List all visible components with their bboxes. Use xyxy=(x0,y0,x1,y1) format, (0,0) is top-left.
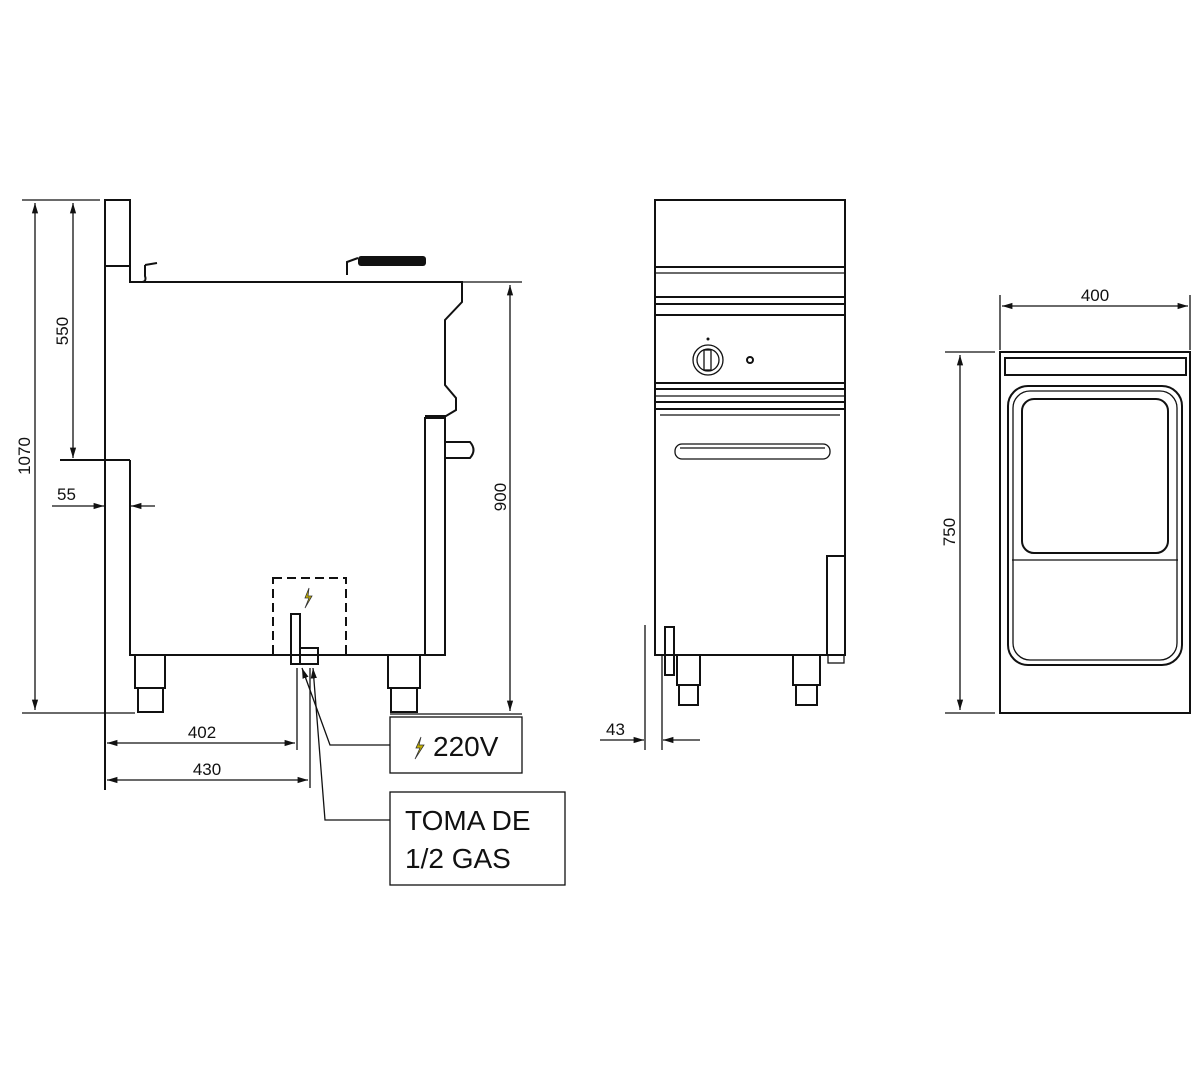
lid-knob xyxy=(140,262,158,283)
door-handle xyxy=(445,441,475,459)
body-outline xyxy=(129,460,425,656)
electric-label: 220V xyxy=(433,731,499,762)
gas-label-line1: TOMA DE xyxy=(405,805,531,836)
gas-callout-box xyxy=(389,791,566,886)
top-view: 400 750 xyxy=(940,286,1191,714)
front-view: 43 xyxy=(600,199,846,750)
fryer-well xyxy=(1007,385,1183,666)
dim-430-label: 430 xyxy=(193,760,221,779)
control-knob xyxy=(692,337,724,376)
dim-402-label: 402 xyxy=(188,723,216,742)
side-view xyxy=(60,199,475,790)
gas-pipe xyxy=(290,613,301,665)
electric-callout-box xyxy=(389,716,523,774)
door-handle-slot xyxy=(674,443,831,460)
connector xyxy=(299,647,319,665)
electric-icon xyxy=(304,587,313,609)
dim-43-label: 43 xyxy=(606,720,625,739)
dim-55-label: 55 xyxy=(57,485,76,504)
electric-icon xyxy=(414,736,425,760)
dim-550-label: 550 xyxy=(53,317,72,345)
gas-label-line2: 1/2 GAS xyxy=(405,843,511,874)
front-body xyxy=(654,199,846,656)
back-strip xyxy=(1004,357,1187,376)
indicator-light xyxy=(746,356,754,364)
body-top-profile xyxy=(129,266,463,417)
door-side xyxy=(424,417,446,656)
fryer-basket xyxy=(1021,398,1169,554)
leg-left xyxy=(134,654,166,713)
dim-750-label: 750 xyxy=(940,518,959,546)
dim-1070-label: 1070 xyxy=(15,437,34,475)
dim-900-label: 900 xyxy=(491,483,510,511)
front-leg-right xyxy=(792,654,821,706)
top-outline xyxy=(999,351,1191,714)
side-dimensions: 1070 550 55 900 402 430 xyxy=(15,199,522,788)
electric-zone xyxy=(272,577,347,656)
leg-right xyxy=(387,654,421,713)
backsplash xyxy=(104,199,131,267)
callouts: 220V TOMA DE 1/2 GAS xyxy=(301,667,566,886)
lid-handle xyxy=(358,256,426,266)
front-leg-left xyxy=(676,654,701,706)
dim-400-label: 400 xyxy=(1081,286,1109,305)
